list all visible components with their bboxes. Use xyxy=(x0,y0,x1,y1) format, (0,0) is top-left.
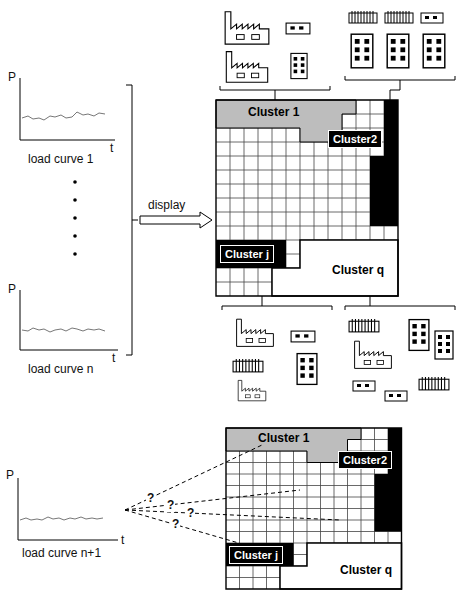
cluster-label: Cluster2 xyxy=(338,451,392,469)
cluster-label: Cluster2 xyxy=(328,130,382,148)
cluster-map xyxy=(226,428,402,589)
axis-label: t xyxy=(112,351,115,365)
cluster-name: Cluster 1 xyxy=(258,431,309,445)
cluster-label: Cluster j xyxy=(229,546,283,564)
query-mark: ? xyxy=(146,491,155,505)
query-mark: ? xyxy=(186,506,195,520)
display-arrow xyxy=(140,212,212,228)
load-curve-plot xyxy=(20,290,118,350)
query-lines xyxy=(125,445,340,555)
query-mark: ? xyxy=(171,517,180,531)
cluster-label: Cluster j xyxy=(220,245,274,263)
axis-label: load curve n+1 xyxy=(22,546,101,560)
cluster-label: Cluster q xyxy=(330,262,386,278)
building-group xyxy=(345,296,455,401)
cluster-name: Cluster j xyxy=(225,247,269,261)
cluster-name: Cluster 1 xyxy=(248,105,299,119)
axis-label: load curve n xyxy=(28,362,93,376)
cluster-name: Cluster q xyxy=(332,263,384,277)
load-curve-plot xyxy=(20,78,115,140)
ellipsis-dots xyxy=(73,180,77,256)
axis-label: t xyxy=(121,533,124,547)
cluster-name: Cluster q xyxy=(340,563,392,577)
cluster-label: Cluster 1 xyxy=(256,430,311,446)
cluster-label: Cluster q xyxy=(338,562,394,578)
building-group xyxy=(345,11,455,104)
building-group xyxy=(220,12,330,100)
load-curve-plot xyxy=(18,478,118,540)
axis-label: P xyxy=(8,282,16,296)
cluster-label: Cluster 1 xyxy=(246,104,301,120)
axis-label: P xyxy=(6,468,14,482)
cluster-name: Cluster j xyxy=(234,548,278,562)
building-group xyxy=(222,296,332,401)
cluster-name: Cluster2 xyxy=(343,453,387,467)
query-mark: ? xyxy=(166,498,175,512)
cluster-name: Cluster2 xyxy=(333,132,377,146)
axis-label: display xyxy=(148,198,185,212)
bracket xyxy=(126,85,138,355)
axis-label: load curve 1 xyxy=(28,152,93,166)
cluster-map xyxy=(216,100,398,296)
axis-label: P xyxy=(8,70,16,84)
axis-label: t xyxy=(110,141,113,155)
